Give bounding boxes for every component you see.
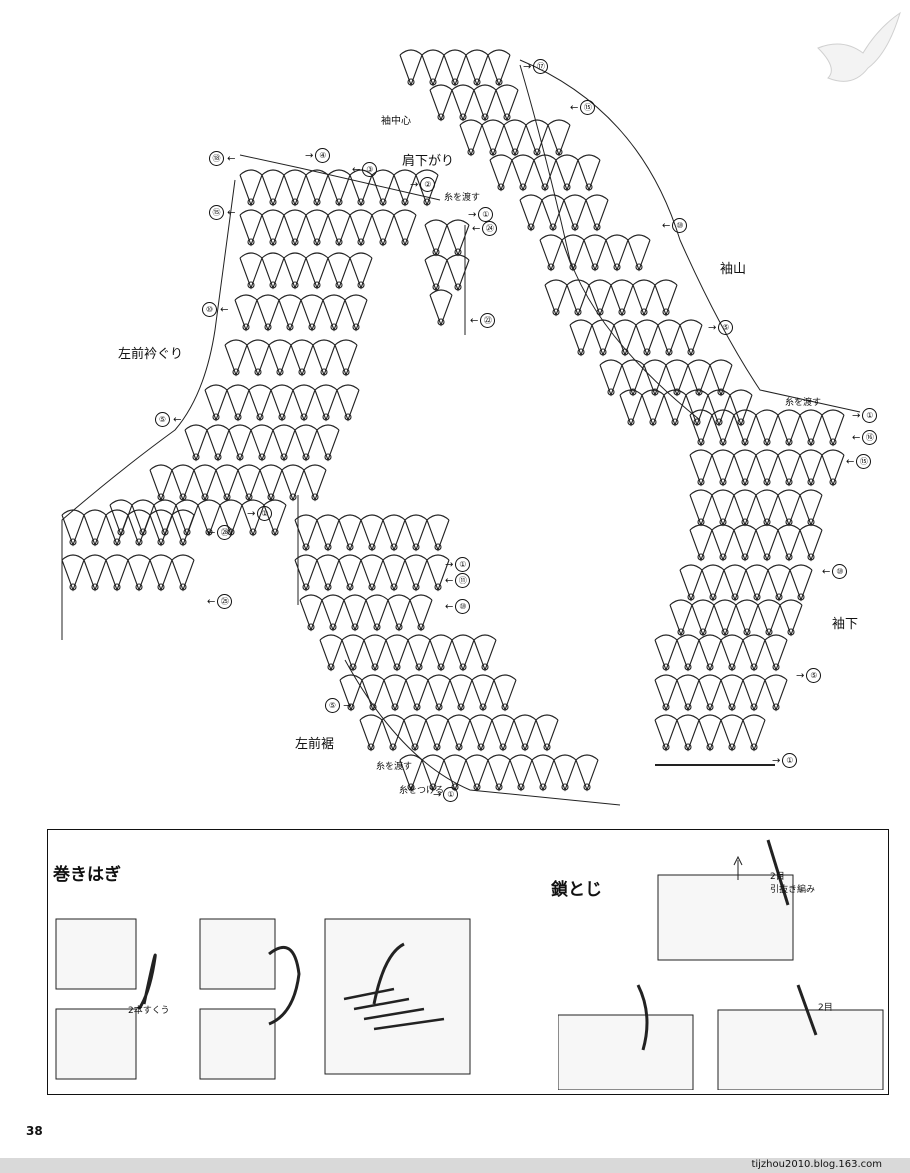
row-marker: →⑤: [708, 320, 734, 335]
sleeve-cap-label: 袖山: [720, 262, 747, 277]
row-marker: →①: [445, 557, 471, 572]
row-marker: ←⑩: [822, 564, 848, 579]
row-marker: ⑩ ←: [200, 302, 229, 317]
row-marker: ←⑩: [662, 218, 688, 233]
row-marker: ←㉔: [472, 221, 498, 236]
row-marker: ←㉒: [470, 313, 496, 328]
chain-join-note-b: 引抜き編み: [770, 885, 816, 895]
row-marker: ⑮ ←: [207, 205, 236, 220]
row-marker: →⑰: [523, 59, 549, 74]
row-marker: ←⑯: [852, 430, 878, 445]
row-marker: ←㉕: [207, 594, 233, 609]
row-marker: ←⑩: [445, 599, 471, 614]
row-marker: →①: [468, 207, 494, 222]
carry-yarn-label-top: 糸を渡す: [444, 193, 481, 203]
row-marker: ←⑪: [445, 573, 471, 588]
whip-stitch-note: 2本すくう: [128, 1006, 170, 1016]
sleeve-center-label: 袖中心: [381, 116, 411, 127]
row-marker: ⑤ ←: [153, 412, 182, 427]
row-marker: ⑤ →: [323, 698, 352, 713]
footer-bar: tijzhou2010.blog.163.com: [0, 1158, 910, 1173]
row-marker: →④: [305, 148, 331, 163]
row-marker: →①: [852, 408, 878, 423]
row-marker: ⑱ ←: [207, 151, 236, 166]
whip-stitch-illustration: [55, 918, 471, 1080]
dove-icon: [817, 11, 901, 82]
chart-outlines: [61, 59, 861, 806]
row-marker: ←⑮: [846, 454, 872, 469]
row-marker: ←⑮: [570, 100, 596, 115]
row-marker: →②: [410, 177, 436, 192]
chain-join-note-bottom: 2目: [818, 1003, 833, 1013]
sleeve-underarm-label: 袖下: [832, 617, 859, 632]
stitch-mesh: [61, 49, 845, 792]
row-marker: →①: [772, 753, 798, 768]
row-marker: →⑤: [796, 668, 822, 683]
row-marker: ←㉘: [207, 525, 233, 540]
attach-yarn-label: 糸をつける: [399, 786, 445, 796]
chain-join-note-a: 2目: [770, 872, 785, 882]
crochet-chart: [61, 49, 861, 806]
carry-yarn-label-sleeve: 糸を渡す: [785, 398, 822, 408]
footer-url: tijzhou2010.blog.163.com: [751, 1159, 882, 1170]
page-number: 38: [26, 1124, 43, 1138]
technique-box: 巻きはぎ 鎖とじ 2本すくう 2目 引抜き編み 2目: [47, 829, 889, 1095]
row-marker: ←③: [352, 162, 378, 177]
left-front-neckline-label: 左前衿ぐり: [118, 347, 184, 362]
chain-join-illustration: [558, 839, 884, 1090]
row-marker: →①: [247, 506, 273, 521]
chain-join-title: 鎖とじ: [551, 880, 602, 900]
whip-stitch-title: 巻きはぎ: [53, 865, 121, 885]
shoulder-slope-label: 肩下がり: [402, 154, 455, 169]
carry-yarn-label-hem: 糸を渡す: [376, 762, 413, 772]
row-marker: →①: [433, 787, 459, 802]
left-front-hem-label: 左前裾: [295, 737, 335, 752]
